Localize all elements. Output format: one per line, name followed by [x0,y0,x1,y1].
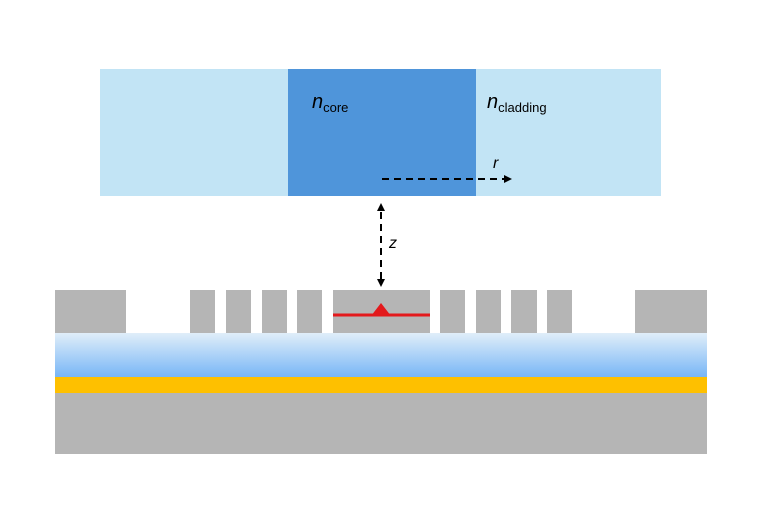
buried-oxide-layer [55,333,707,377]
grating-tooth [297,290,322,333]
grating-tooth [476,290,501,333]
z-axis-label: z [388,235,397,252]
gap-axis: z [377,203,397,287]
metal-reflector-layer [55,377,707,393]
grating-tooth [440,290,465,333]
grating-tooth [547,290,572,333]
optical-fiber: ncore ncladding r [100,69,661,196]
grating-coupler-chip [55,290,707,454]
substrate [55,393,707,454]
z-arrow-head-down [377,279,385,287]
core-index-label: ncore [312,91,348,115]
grating-tooth [262,290,287,333]
grating-tooth [226,290,251,333]
emitter-mode-profile [333,303,430,317]
mode-peak [371,303,391,316]
cladding-index-label: ncladding [487,91,547,115]
fiber-core [288,69,476,196]
left-pad [55,290,126,333]
grating-tooth [511,290,537,333]
radial-axis-label: r [493,155,499,172]
right-pad [635,290,707,333]
z-arrow-head-up [377,203,385,211]
grating-tooth [190,290,215,333]
